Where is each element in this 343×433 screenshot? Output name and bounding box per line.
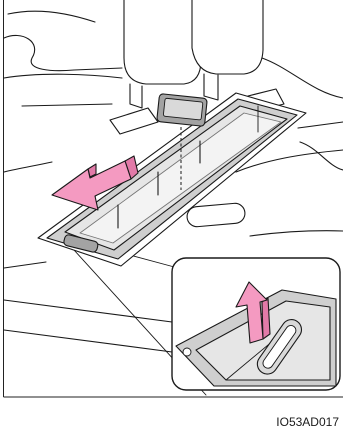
floor-line <box>8 11 95 22</box>
floor-line <box>300 142 343 170</box>
lift-arrow-side-face <box>262 298 270 339</box>
right-seat-base <box>192 0 263 74</box>
floor-line <box>4 300 172 322</box>
inset-fastener <box>183 348 191 356</box>
right-seat-leg <box>204 74 218 100</box>
floor-line <box>298 122 343 128</box>
tray-lid-piece <box>157 94 208 127</box>
floor-line <box>250 231 343 236</box>
floor-line <box>4 74 122 78</box>
floor-line <box>22 104 112 106</box>
figure-reference-label: IO53AD017 <box>276 415 339 429</box>
left-seat-leg <box>130 84 142 108</box>
floor-line <box>4 162 52 172</box>
left-seat-rail <box>110 108 158 134</box>
left-seat-base <box>124 0 201 84</box>
detail-inset <box>172 258 340 390</box>
floor-line <box>4 35 122 70</box>
floor-line <box>4 330 172 352</box>
lid-face <box>163 98 203 120</box>
floor-line <box>4 262 46 268</box>
floor-oval-recess <box>186 203 246 228</box>
